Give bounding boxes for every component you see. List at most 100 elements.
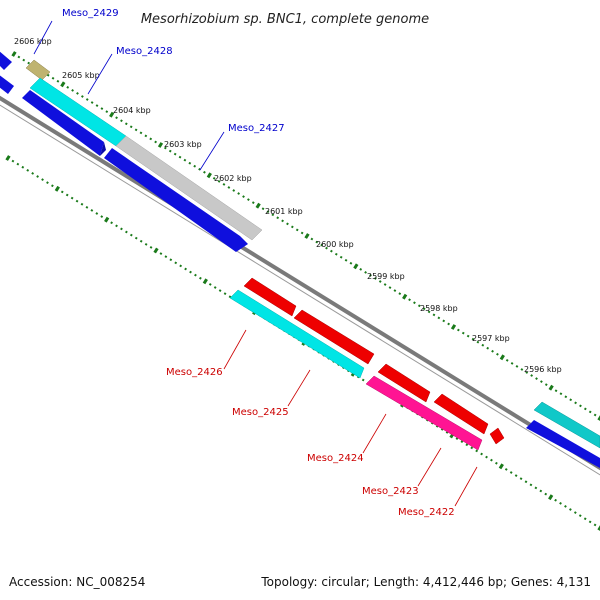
tick-dot xyxy=(525,371,529,374)
cds-block-top-left[interactable] xyxy=(0,50,12,70)
tick-dot xyxy=(129,233,133,237)
tick-dot xyxy=(295,228,299,232)
tick-dot xyxy=(579,404,582,408)
tick-dot xyxy=(373,277,377,280)
tick-dot xyxy=(498,463,504,470)
tick-dot xyxy=(90,209,94,212)
tick-dot xyxy=(417,304,421,308)
tick-dot xyxy=(110,221,113,225)
tick-dot xyxy=(349,261,353,265)
tick-dot xyxy=(115,224,118,228)
tick-label-2599: 2599 kbp xyxy=(367,272,405,281)
genome-summary-text: Topology: circular; Length: 4,412,446 bp… xyxy=(260,575,591,589)
feature-meso-2423[interactable] xyxy=(377,363,489,435)
gene-label-meso-2426[interactable]: Meso_2426 xyxy=(166,329,247,378)
tick-dot xyxy=(212,176,216,180)
feature-meso-2426[interactable] xyxy=(229,289,365,379)
tick-dot xyxy=(95,212,99,215)
tick-dot xyxy=(271,213,275,217)
tick-dot xyxy=(524,480,528,484)
tick-dot xyxy=(16,162,20,166)
tick-dot xyxy=(364,271,367,274)
cds-blue-upper[interactable] xyxy=(22,90,106,156)
tick-dot xyxy=(194,273,197,277)
tick-dot xyxy=(66,85,70,89)
feature-meso-2427[interactable] xyxy=(115,135,263,241)
tick-label-2598: 2598 kbp xyxy=(420,304,458,313)
tick-dot xyxy=(450,324,457,330)
tick-dot xyxy=(499,354,505,361)
gene-label-meso-2428[interactable]: Meso_2428 xyxy=(87,46,173,95)
gene-label-meso-2423[interactable]: Meso_2423 xyxy=(362,447,442,497)
tick-dot xyxy=(134,236,138,240)
tick-dot xyxy=(588,410,592,414)
tick-dot xyxy=(242,195,245,198)
tick-dot xyxy=(70,196,74,200)
feature-meso-2429[interactable] xyxy=(25,59,51,81)
tick-dot xyxy=(564,505,567,508)
tick-dot xyxy=(486,346,490,350)
tick-dot xyxy=(408,298,411,302)
tick-dot xyxy=(90,101,94,104)
tick-dot xyxy=(597,415,600,421)
feature-meso-2422[interactable] xyxy=(489,427,505,445)
tick-dot xyxy=(402,293,408,300)
tick-dot xyxy=(261,207,265,211)
tick-dot xyxy=(353,263,359,270)
gene-label-meso-2422[interactable]: Meso_2422 xyxy=(398,466,478,518)
tick-dot xyxy=(164,146,167,150)
tick-dot xyxy=(51,184,54,188)
tick-dot xyxy=(413,301,416,305)
feature-meso-2424[interactable] xyxy=(365,375,483,451)
feature-meso-2425[interactable] xyxy=(293,309,375,365)
gene-label-meso-2424[interactable]: Meso_2424 xyxy=(307,413,387,464)
cds-blue-lower[interactable] xyxy=(104,148,248,252)
tick-dot xyxy=(548,384,554,391)
tick-dot xyxy=(168,149,172,153)
tick-dot xyxy=(149,137,153,141)
tick-dot xyxy=(31,172,35,175)
tick-dot xyxy=(115,116,118,120)
tick-dot xyxy=(476,340,480,344)
tick-dot xyxy=(237,192,241,195)
map-title: Mesorhizobium sp. BNC1, complete genome xyxy=(141,12,429,27)
tick-dot xyxy=(593,413,597,417)
gene-label-meso-2429[interactable]: Meso_2429 xyxy=(33,8,119,55)
tick-dot xyxy=(470,446,474,450)
tick-dot xyxy=(26,168,30,172)
tick-dot xyxy=(60,81,66,88)
tick-dot xyxy=(188,161,192,165)
tick-dot xyxy=(422,307,426,311)
gene-label-meso-2427[interactable]: Meso_2427 xyxy=(199,123,285,171)
tick-label-2600: 2600 kbp xyxy=(316,240,354,249)
tick-dot xyxy=(514,474,518,477)
cds-block-left-small[interactable] xyxy=(0,74,14,94)
tick-dot xyxy=(330,249,333,253)
tick-dot xyxy=(509,471,513,474)
tick-dot xyxy=(120,227,123,231)
tick-dot xyxy=(530,374,534,377)
tick-dot xyxy=(203,170,206,174)
tick-dot xyxy=(174,261,178,265)
tick-dot xyxy=(149,246,153,249)
tick-dot xyxy=(515,365,519,368)
tick-dot xyxy=(534,486,538,490)
tick-dot xyxy=(529,483,533,487)
tick-dot xyxy=(300,231,304,235)
outer-tick-dots xyxy=(11,51,600,421)
tick-dot xyxy=(60,190,64,194)
gene-label-meso-2425[interactable]: Meso_2425 xyxy=(232,369,311,418)
tick-dot xyxy=(159,252,163,255)
feature-red-1[interactable] xyxy=(243,277,297,317)
cds-blue-right[interactable] xyxy=(526,420,600,468)
tick-dot xyxy=(475,449,479,453)
tick-dot xyxy=(206,172,212,179)
tick-dot xyxy=(199,276,202,280)
tick-label-2603: 2603 kbp xyxy=(164,140,202,149)
tick-dot xyxy=(105,110,109,114)
tick-dot xyxy=(320,243,324,247)
feature-teal-right[interactable] xyxy=(533,401,600,449)
tick-dot xyxy=(124,122,128,126)
tick-dot xyxy=(578,514,582,518)
tick-dot xyxy=(290,225,294,229)
